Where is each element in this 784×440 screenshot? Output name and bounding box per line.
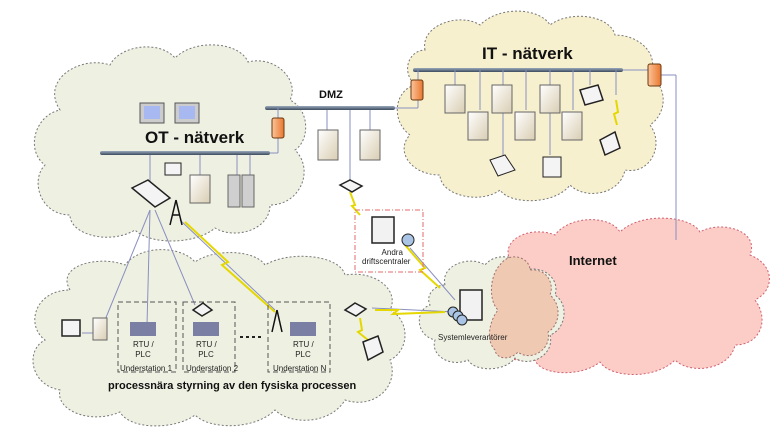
users-group-icon bbox=[447, 306, 468, 326]
other-control-centers-line2: driftscentraler bbox=[362, 257, 411, 266]
dmz-label: DMZ bbox=[319, 89, 343, 101]
it-bus bbox=[413, 68, 623, 72]
printer-icon bbox=[164, 162, 182, 176]
substations bbox=[117, 301, 331, 373]
process-server-icon bbox=[92, 317, 108, 341]
process-label: processnära styrning av den fysiska proc… bbox=[108, 380, 357, 392]
dmz-web-server-icon bbox=[359, 129, 381, 161]
other-control-centers-line1: Andra bbox=[381, 248, 403, 257]
ot-network-label: OT - nätverk bbox=[145, 128, 245, 147]
substation-2-router-icon bbox=[191, 302, 214, 317]
dmz-bus bbox=[265, 106, 395, 110]
plc-label: PLC bbox=[135, 350, 151, 359]
substation-1-label: Understation 1 bbox=[120, 364, 173, 373]
internet-label: Internet bbox=[569, 253, 617, 268]
rtu-label: RTU / bbox=[293, 340, 314, 349]
overlap-region bbox=[488, 256, 559, 359]
plc-label: PLC bbox=[295, 350, 311, 359]
switch-icon bbox=[130, 179, 172, 208]
process-workstation-icon bbox=[61, 319, 81, 337]
ot-bus bbox=[100, 151, 270, 155]
server-icon bbox=[189, 174, 211, 204]
it-printer-icon bbox=[489, 154, 516, 177]
rack-server-icon bbox=[241, 174, 255, 208]
modem-icon bbox=[338, 179, 364, 193]
internet-cloud bbox=[486, 217, 770, 375]
user-icon bbox=[401, 233, 415, 247]
substation-1-device-label: RTU / PLC bbox=[133, 340, 154, 360]
other-control-centers-label: Andra driftscentraler bbox=[362, 248, 410, 266]
process-cloud bbox=[32, 249, 406, 427]
vendor-building-icon bbox=[459, 289, 483, 321]
plc-label: PLC bbox=[198, 350, 214, 359]
rtu-label: RTU / bbox=[133, 340, 154, 349]
workstation-icon bbox=[139, 102, 200, 124]
it-network-label: IT - nätverk bbox=[482, 44, 573, 63]
system-vendors-label: Systemleverantörer bbox=[438, 333, 508, 342]
rtu-label: RTU / bbox=[196, 340, 217, 349]
substation-2-device-label: RTU / PLC bbox=[196, 340, 217, 360]
dmz-db-server-icon bbox=[317, 129, 339, 161]
substation-n-tower-icon bbox=[271, 309, 283, 333]
firewall-icon bbox=[271, 63, 662, 139]
desktop-pc-icon bbox=[542, 156, 562, 178]
radio-tower-icon bbox=[169, 199, 183, 226]
substation-2-label: Understation 2 bbox=[186, 364, 239, 373]
laptop-icon bbox=[362, 84, 621, 362]
control-center-building-icon bbox=[371, 216, 395, 244]
rtu-plc-icon bbox=[130, 322, 316, 336]
other-control-centers-box bbox=[354, 209, 424, 273]
substation-n-device-label: RTU / PLC bbox=[293, 340, 314, 360]
substation-n-label: Understation N bbox=[273, 364, 327, 373]
it-servers bbox=[444, 84, 583, 141]
rack-server-icon bbox=[227, 174, 241, 208]
it-network-cloud bbox=[396, 10, 664, 202]
field-modem-icon bbox=[343, 302, 368, 317]
